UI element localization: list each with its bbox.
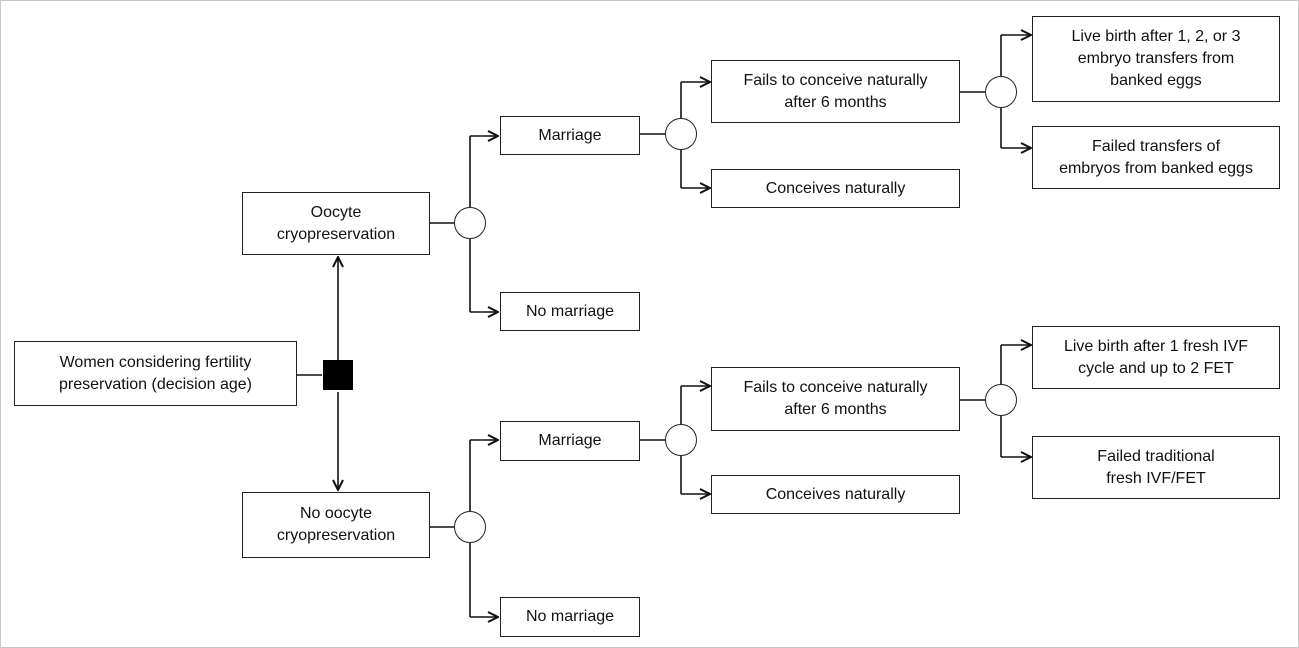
bottom-failed-ivf-node: Failed traditional fresh IVF/FET (1032, 436, 1280, 499)
chance-node-bottom-marriage (665, 424, 697, 456)
top-conceives-naturally-node: Conceives naturally (711, 169, 960, 208)
chance-node-top-fails (985, 76, 1017, 108)
top-fails-to-conceive-node: Fails to conceive naturally after 6 mont… (711, 60, 960, 123)
bottom-fails-to-conceive-node: Fails to conceive naturally after 6 mont… (711, 367, 960, 431)
bottom-marriage-node: Marriage (500, 421, 640, 461)
no-oocyte-cryopreservation-node: No oocyte cryopreservation (242, 492, 430, 558)
root-node: Women considering fertility preservation… (14, 341, 297, 406)
chance-node-top-marriage (665, 118, 697, 150)
bottom-conceives-naturally-node: Conceives naturally (711, 475, 960, 514)
bottom-no-marriage-node: No marriage (500, 597, 640, 637)
top-no-marriage-node: No marriage (500, 292, 640, 331)
bottom-live-birth-node: Live birth after 1 fresh IVF cycle and u… (1032, 326, 1280, 389)
top-live-birth-node: Live birth after 1, 2, or 3 embryo trans… (1032, 16, 1280, 102)
top-marriage-node: Marriage (500, 116, 640, 155)
chance-node-no-oocyte (454, 511, 486, 543)
top-failed-transfers-node: Failed transfers of embryos from banked … (1032, 126, 1280, 189)
chance-node-bottom-fails (985, 384, 1017, 416)
chance-node-oocyte (454, 207, 486, 239)
oocyte-cryopreservation-node: Oocyte cryopreservation (242, 192, 430, 255)
decision-node (323, 360, 353, 390)
